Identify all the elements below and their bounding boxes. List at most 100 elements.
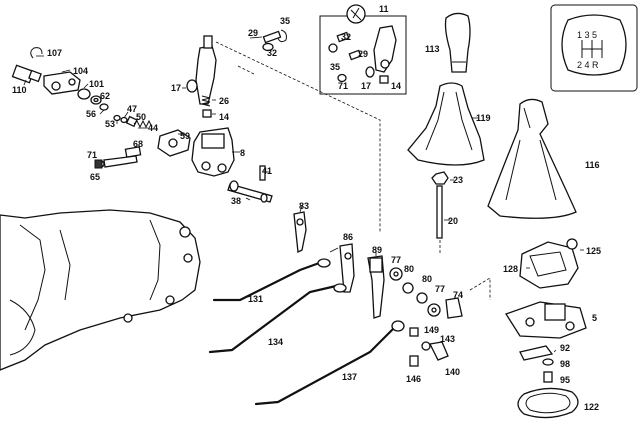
nut-149 bbox=[409, 327, 419, 337]
knob-113 bbox=[444, 12, 471, 73]
callout-50: 50 bbox=[136, 112, 146, 122]
alignment-lines bbox=[215, 41, 491, 300]
callout-128: 128 bbox=[503, 264, 518, 274]
washer-143 bbox=[421, 341, 431, 351]
linkage-rods bbox=[208, 205, 463, 406]
callout-131: 131 bbox=[248, 294, 263, 304]
callout-146: 146 bbox=[406, 374, 421, 384]
callout-119: 119 bbox=[476, 113, 491, 123]
callout-20: 20 bbox=[448, 216, 458, 226]
pin-41 bbox=[259, 165, 266, 181]
callout-80: 80 bbox=[404, 264, 414, 274]
bolt-125 bbox=[566, 238, 578, 250]
spring-44 bbox=[133, 119, 153, 129]
bolt-146 bbox=[409, 355, 419, 367]
callout-92: 92 bbox=[560, 343, 570, 353]
callout-26: 26 bbox=[219, 96, 229, 106]
callout-35: 35 bbox=[280, 16, 290, 26]
callout-140: 140 bbox=[445, 367, 460, 377]
washer-47 bbox=[120, 116, 128, 124]
callout-35-detail: 35 bbox=[330, 62, 340, 72]
boot-119 bbox=[407, 82, 485, 166]
callout-17-detail: 17 bbox=[361, 81, 371, 91]
callout-17: 17 bbox=[171, 83, 181, 93]
callout-32: 32 bbox=[267, 48, 277, 58]
selector-shaft-assembly bbox=[11, 47, 273, 203]
callout-53: 53 bbox=[105, 119, 115, 129]
callout-11: 11 bbox=[379, 4, 389, 14]
callout-14-detail: 14 bbox=[391, 81, 401, 91]
callout-86: 86 bbox=[343, 232, 353, 242]
boot-116 bbox=[487, 98, 577, 219]
callout-71: 71 bbox=[87, 150, 97, 160]
washer-56 bbox=[99, 103, 109, 111]
bushing-17 bbox=[186, 79, 198, 93]
shift-pattern-top-row: 1 3 5 bbox=[577, 30, 597, 40]
screw-95 bbox=[543, 371, 553, 383]
pin-29 bbox=[262, 30, 282, 44]
bushing-14 bbox=[202, 109, 212, 118]
shift-pattern-bottom-row: 2 4 R bbox=[577, 60, 599, 70]
callout-44: 44 bbox=[148, 123, 158, 133]
rod-20 bbox=[431, 171, 454, 239]
bracket-74 bbox=[445, 297, 463, 319]
washer-80b bbox=[416, 292, 428, 304]
shifter-base bbox=[505, 238, 587, 419]
frame-128 bbox=[519, 241, 579, 289]
callout-41: 41 bbox=[262, 166, 272, 176]
callout-95: 95 bbox=[560, 375, 570, 385]
callout-122: 122 bbox=[584, 402, 599, 412]
callout-5: 5 bbox=[592, 313, 597, 323]
callout-107: 107 bbox=[47, 48, 62, 58]
bracket-83 bbox=[293, 211, 307, 254]
nut-23 bbox=[431, 171, 449, 185]
clip-35 bbox=[277, 29, 287, 43]
callout-113: 113 bbox=[425, 44, 440, 54]
bolt-65 bbox=[103, 155, 138, 168]
callout-137: 137 bbox=[342, 372, 357, 382]
callout-23: 23 bbox=[453, 175, 463, 185]
nut-101 bbox=[77, 88, 91, 100]
callout-101: 101 bbox=[89, 79, 104, 89]
callout-110: 110 bbox=[12, 85, 27, 95]
callout-77-b: 77 bbox=[435, 284, 445, 294]
callout-29: 29 bbox=[248, 28, 258, 38]
callout-143: 143 bbox=[440, 334, 455, 344]
upper-shift-lever bbox=[182, 29, 287, 118]
detail-box-11 bbox=[319, 4, 407, 95]
callout-38: 38 bbox=[231, 196, 241, 206]
callout-14: 14 bbox=[219, 112, 229, 122]
callout-125: 125 bbox=[586, 246, 601, 256]
callout-116: 116 bbox=[585, 160, 600, 170]
callout-71-detail: 71 bbox=[338, 81, 348, 91]
callout-83: 83 bbox=[299, 201, 309, 211]
callout-59: 59 bbox=[180, 131, 190, 141]
callout-29-detail: 29 bbox=[358, 49, 368, 59]
callout-62: 62 bbox=[100, 91, 110, 101]
gear-rod-20 bbox=[436, 185, 443, 239]
callout-68: 68 bbox=[133, 139, 143, 149]
callout-56: 56 bbox=[86, 109, 96, 119]
callout-80-b: 80 bbox=[422, 274, 432, 284]
callout-8: 8 bbox=[240, 148, 245, 158]
callout-65: 65 bbox=[90, 172, 100, 182]
callout-134: 134 bbox=[268, 337, 283, 347]
plate-92 bbox=[519, 345, 554, 361]
washer-80a bbox=[402, 282, 414, 294]
callout-labels: 107 104 110 101 62 56 53 47 50 44 59 68 … bbox=[12, 4, 601, 412]
clip-107 bbox=[30, 47, 43, 59]
washer-32 bbox=[262, 42, 274, 52]
joint-140 bbox=[429, 341, 449, 361]
callout-89: 89 bbox=[372, 245, 382, 255]
shift-pattern-box bbox=[550, 4, 638, 92]
callout-47: 47 bbox=[127, 104, 137, 114]
callout-104: 104 bbox=[73, 66, 88, 76]
transmission-housing bbox=[0, 209, 201, 371]
washer-98 bbox=[542, 358, 554, 366]
callout-98: 98 bbox=[560, 359, 570, 369]
callout-32-detail: 32 bbox=[341, 32, 351, 42]
spring-26 bbox=[201, 95, 211, 107]
callout-74: 74 bbox=[453, 290, 463, 300]
